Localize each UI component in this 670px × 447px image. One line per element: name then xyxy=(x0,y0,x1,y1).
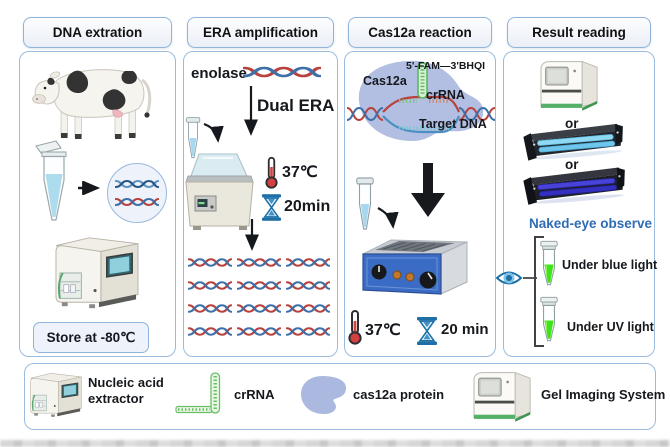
thermometer-icon xyxy=(265,156,278,189)
or-label: or xyxy=(565,116,579,131)
water-bath-icon xyxy=(185,153,254,230)
store-label: Store at -80℃ xyxy=(46,329,136,345)
fam-bhq-probe-label: 5'-FAM—3'BHQI xyxy=(406,60,486,72)
sample-tube-icon xyxy=(35,140,67,221)
fluorescent-tube-icon xyxy=(540,296,558,342)
dna-helix-icon xyxy=(188,258,232,267)
curved-arrow xyxy=(377,207,399,229)
crrna-label: crRNA xyxy=(426,88,465,102)
nucleic-acid-extractor-icon xyxy=(30,372,82,418)
dna-helix-icon xyxy=(188,281,232,290)
under-blue-light-label: Under blue light xyxy=(562,258,658,272)
cow-illustration xyxy=(32,69,152,139)
panel-header-era-amplification: ERA amplification xyxy=(187,17,334,48)
dna-helix-icon xyxy=(286,281,330,290)
dna-helix-icon xyxy=(243,64,321,80)
panel-header-cas12a-reaction: Cas12a reaction xyxy=(348,17,492,48)
down-arrow xyxy=(245,219,259,251)
dna-helix-icon xyxy=(237,327,281,336)
nucleic-acid-extractor-icon xyxy=(55,236,139,310)
dna-helix-icon xyxy=(237,258,281,267)
target-dna-label: Target DNA xyxy=(419,117,487,131)
down-arrow xyxy=(244,86,258,136)
or-label: or xyxy=(565,157,579,172)
reaction-tube-icon xyxy=(356,177,374,230)
panel-title: Cas12a reaction xyxy=(368,25,472,40)
panel-header-result-reading: Result reading xyxy=(507,17,651,48)
cas12a-label: Cas12a xyxy=(363,74,407,88)
store-label-box: Store at -80℃ xyxy=(33,322,149,353)
curved-arrow xyxy=(203,122,224,143)
panel-title: DNA extration xyxy=(52,25,143,40)
big-down-arrow xyxy=(411,163,445,217)
dna-helix-icon xyxy=(115,179,159,189)
panel-title: ERA amplification xyxy=(202,25,318,40)
dna-helix-icon xyxy=(188,327,232,336)
legend-extractor-label: Nucleic acid extractor xyxy=(88,375,164,407)
dna-helix-icon xyxy=(286,304,330,313)
bracket xyxy=(534,236,544,347)
dna-helix-icon xyxy=(115,197,159,207)
enolase-label: enolase xyxy=(191,65,247,82)
dna-helix-icon xyxy=(237,281,281,290)
dual-era-label: Dual ERA xyxy=(257,96,335,115)
dna-circle xyxy=(107,163,167,223)
cas12a-protein-icon xyxy=(301,376,347,414)
under-uv-light-label: Under UV light xyxy=(567,320,654,334)
amplified-dna-grid xyxy=(188,256,334,338)
legend-cas12a-label: cas12a protein xyxy=(353,387,445,402)
dna-helix-icon xyxy=(188,304,232,313)
panel-header-dna-extraction: DNA extration xyxy=(23,17,172,48)
hourglass-icon xyxy=(416,317,438,345)
cas12a-time: 20 min xyxy=(441,321,489,338)
legend-crrna-label: crRNA xyxy=(234,387,275,402)
eye-icon xyxy=(495,271,537,285)
gel-imaging-system-icon xyxy=(540,61,598,112)
cas12a-temperature: 37℃ xyxy=(365,322,401,339)
hourglass-icon xyxy=(261,194,282,221)
crrna-hairpin-icon xyxy=(175,372,221,414)
fluorescent-tube-icon xyxy=(540,240,558,286)
legend-gel-imaging-label: Gel Imaging System xyxy=(541,387,666,402)
cropped-caption-strip xyxy=(0,440,670,447)
dna-helix-icon xyxy=(286,258,330,267)
right-arrow xyxy=(78,181,101,195)
panel-title: Result reading xyxy=(532,25,626,40)
era-time: 20min xyxy=(284,198,331,215)
naked-eye-observe-label: Naked-eye observe xyxy=(529,216,653,231)
dna-helix-icon xyxy=(237,304,281,313)
dna-helix-icon xyxy=(286,327,330,336)
gel-imaging-system-icon xyxy=(473,372,531,423)
metal-bath-incubator-icon xyxy=(362,239,468,295)
thermometer-icon xyxy=(348,310,362,345)
era-temperature: 37℃ xyxy=(282,164,318,181)
cas12a-complex-diagram xyxy=(347,60,495,141)
